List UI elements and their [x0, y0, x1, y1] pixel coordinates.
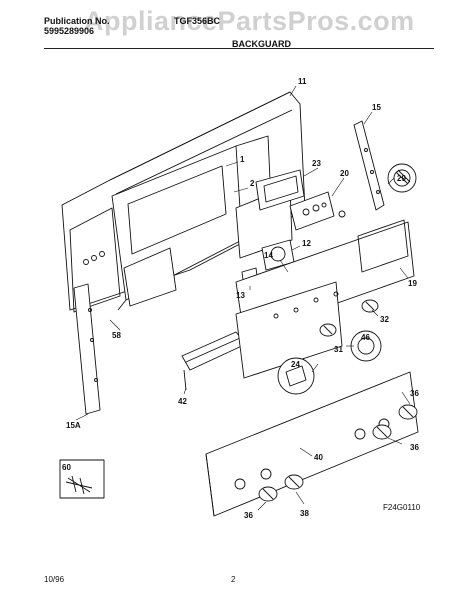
- part-label-15a: 15A: [66, 421, 81, 430]
- part-label-12: 12: [302, 239, 311, 248]
- part-label-11: 11: [298, 77, 307, 86]
- side-bracket-left: [73, 283, 101, 415]
- part-label-46: 46: [361, 333, 370, 342]
- part-label-13: 13: [236, 291, 245, 300]
- burner-knob: [258, 404, 418, 502]
- clock-timer: [289, 191, 335, 231]
- model-number: TGF356BC: [174, 16, 221, 26]
- control-knob: [319, 299, 379, 337]
- part-label-19: 19: [408, 279, 417, 288]
- footer-page-number: 2: [231, 575, 236, 584]
- header-rule: [44, 48, 434, 49]
- part-label-14: 14: [264, 251, 273, 260]
- clock-bracket: [255, 169, 305, 211]
- part-label-20: 20: [340, 169, 349, 178]
- side-bracket-right: [353, 120, 385, 211]
- part-label-60: 60: [62, 463, 71, 472]
- part-label-23: 23: [312, 159, 321, 168]
- part-label-2: 2: [250, 179, 255, 188]
- part-label-36-right: 36: [410, 443, 419, 452]
- part-label-32: 32: [380, 315, 389, 324]
- part-label-36-left: 36: [244, 511, 253, 520]
- part-label-29: 29: [397, 174, 406, 183]
- part-label-42: 42: [178, 397, 187, 406]
- part-label-24: 24: [291, 360, 300, 369]
- lower-control-panel: [205, 371, 419, 517]
- part-label-31: 31: [334, 345, 343, 354]
- section-title: BACKGUARD: [232, 39, 291, 49]
- part-label-38: 38: [300, 509, 309, 518]
- publication-label: Publication No.: [44, 16, 110, 26]
- part-label-36-top: 36: [410, 389, 419, 398]
- part-number-labels: 11 15 1 2 23 20 29 12 14 13 19 32 46 31 …: [62, 77, 419, 520]
- part-label-58: 58: [112, 331, 121, 340]
- footer-date: 10/96: [44, 575, 65, 584]
- figure-code: F24G0110: [383, 503, 421, 512]
- watermark-text: AppliancePartsPros.com: [84, 6, 415, 36]
- clock-clip: [338, 210, 346, 218]
- leader-lines: [75, 85, 411, 511]
- part-label-40: 40: [314, 453, 323, 462]
- publication-number: 5995289906: [44, 26, 95, 36]
- part-label-15: 15: [372, 103, 381, 112]
- screw-legend-box: [59, 459, 105, 499]
- manifold-panel: [235, 281, 343, 379]
- panel-trim: [181, 331, 247, 391]
- rocker-switch-callout: [277, 357, 315, 395]
- part-label-1: 1: [240, 155, 245, 164]
